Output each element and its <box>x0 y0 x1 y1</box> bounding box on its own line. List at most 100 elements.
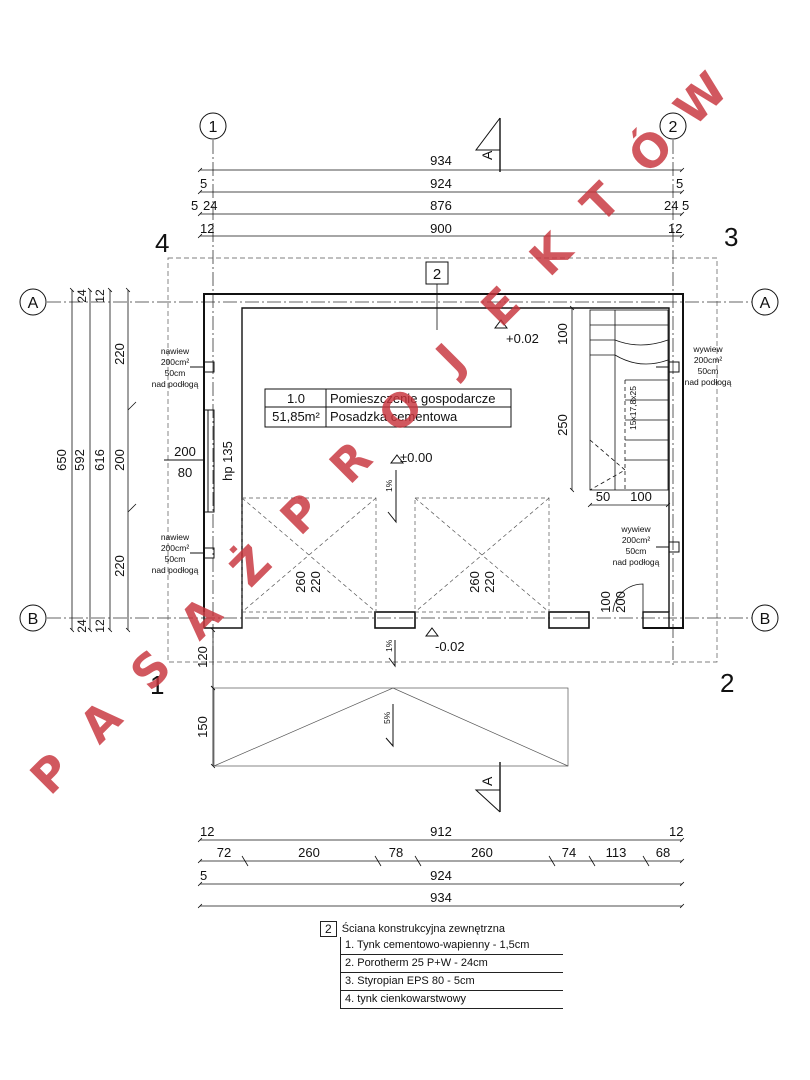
room-name: Pomieszczenie gospodarcze <box>330 391 495 406</box>
level-plus-002: +0.02 <box>506 331 539 346</box>
svg-text:200cm²: 200cm² <box>694 355 723 365</box>
dim-left-12-top: 12 <box>93 289 107 303</box>
svg-text:A: A <box>28 295 39 312</box>
corner-1-label: 1 <box>150 670 164 700</box>
svg-text:nawiew: nawiew <box>161 346 190 356</box>
dim-bot-72: 72 <box>217 845 231 860</box>
wall-type-tag-label: 2 <box>433 266 441 283</box>
dim-top-5b-right: 5 <box>682 198 689 213</box>
svg-text:nad podłogą: nad podłogą <box>152 565 199 575</box>
axis-b-right-marker: B <box>751 604 779 632</box>
svg-text:200cm²: 200cm² <box>161 357 190 367</box>
dim-top-900: 900 <box>430 221 452 236</box>
dim-bot-12-left: 12 <box>200 824 214 839</box>
svg-text:A: A <box>479 150 495 160</box>
dim-bot-912: 912 <box>430 824 452 839</box>
legend-item: 1. Tynk cementowo-wapienny - 1,5cm <box>341 937 563 955</box>
legend-title: Ściana konstrukcyjna zewnętrzna <box>341 923 505 935</box>
watermark-letter: O <box>368 377 434 443</box>
watermark-letter: R <box>319 431 382 494</box>
svg-text:A: A <box>479 776 495 786</box>
level-marker-minus <box>425 627 439 637</box>
axis-lines <box>47 140 752 665</box>
svg-text:wywiew: wywiew <box>620 524 651 534</box>
stairs-dimension-lines <box>569 305 671 508</box>
vent-right-top: wywiew 200cm² 50cm nad podłogą <box>656 344 732 387</box>
dim-bot-260b: 260 <box>471 845 493 860</box>
dim-front-150: 150 <box>195 716 210 738</box>
dim-left-24-top: 24 <box>75 289 89 303</box>
dim-top-924: 924 <box>430 176 452 191</box>
window-left <box>164 409 215 513</box>
level-zero: ±0.00 <box>400 450 432 465</box>
dim-left-24-bot: 24 <box>75 619 89 633</box>
door-width: 100 <box>598 591 613 613</box>
watermark-letter: A <box>69 690 133 754</box>
axis-a-right-marker: A <box>751 288 779 316</box>
top-dimension-lines <box>197 167 685 239</box>
dim-top-5-left: 5 <box>200 176 207 191</box>
dim-bot-68: 68 <box>656 845 670 860</box>
door-height: 200 <box>613 591 628 613</box>
legend-item: 4. tynk cienkowarstwowy <box>341 991 563 1009</box>
garage-door-2-height: 220 <box>482 571 497 593</box>
vent-left-bottom: nawiew 200cm² 50cm nad podłogą <box>152 532 215 575</box>
vent-right-bottom: wywiew 200cm² 50cm nad podłogą <box>613 524 680 567</box>
legend-number: 2 <box>320 921 337 937</box>
dim-bot-934: 934 <box>430 890 452 905</box>
svg-text:50cm: 50cm <box>165 554 186 564</box>
garage-door-overheads <box>241 497 550 613</box>
dim-left-616: 616 <box>92 449 107 471</box>
garage-door-1-height: 220 <box>308 571 323 593</box>
dim-left-220-top: 220 <box>112 343 127 365</box>
dim-left-200: 200 <box>112 449 127 471</box>
window-sill-height: hp 135 <box>220 441 235 481</box>
watermark-letter: K <box>519 221 584 286</box>
door-swing <box>612 583 644 613</box>
room-area: 51,85m² <box>272 409 320 424</box>
driveway-apron <box>213 687 569 767</box>
dim-left-12-bot: 12 <box>93 619 107 633</box>
dim-bot-260a: 260 <box>298 845 320 860</box>
dim-bot-924: 924 <box>430 868 452 883</box>
wall-legend: 2 Ściana konstrukcyjna zewnętrzna 1. Tyn… <box>320 921 570 1009</box>
dim-left-220-bot: 220 <box>112 555 127 577</box>
svg-text:wywiew: wywiew <box>692 344 723 354</box>
level-marker-plus <box>494 319 508 329</box>
stairs-dim-250: 250 <box>555 414 570 436</box>
level-minus-002: -0.02 <box>435 639 465 654</box>
axis-1-marker: 1 <box>199 112 227 140</box>
dim-top-5b-left: 5 <box>191 198 198 213</box>
garage-door-2-width: 260 <box>467 571 482 593</box>
watermark-letter: S <box>120 639 182 701</box>
stairs-dim-100: 100 <box>555 323 570 345</box>
dim-top-12-left: 12 <box>200 221 214 236</box>
corner-2-label: 2 <box>720 668 734 698</box>
section-mark-bottom: A <box>474 762 501 813</box>
slope-5-driveway: 5% <box>382 711 392 724</box>
axis-b-left-marker: B <box>19 604 47 632</box>
slope-arrows <box>385 470 397 748</box>
svg-text:1: 1 <box>209 119 218 136</box>
watermark-letter: E <box>470 276 530 336</box>
dim-bot-113: 113 <box>606 845 627 860</box>
svg-text:nawiew: nawiew <box>161 532 190 542</box>
dim-left-650: 650 <box>54 449 69 471</box>
corner-3-label: 3 <box>724 222 738 252</box>
corner-4-label: 4 <box>155 228 169 258</box>
slope-1-inside: 1% <box>384 479 394 492</box>
bottom-dimension-lines <box>197 837 685 909</box>
dim-bot-78: 78 <box>389 845 403 860</box>
dim-top-876: 876 <box>430 198 452 213</box>
dim-left-592: 592 <box>72 449 87 471</box>
legend-item: 3. Styropian EPS 80 - 5cm <box>341 973 563 991</box>
svg-text:nad podłogą: nad podłogą <box>152 379 199 389</box>
watermark-letter: Ż <box>220 535 282 597</box>
svg-text:B: B <box>28 611 39 628</box>
dim-top-24-right: 24 <box>664 198 678 213</box>
axis-2-marker: 2 <box>659 112 687 140</box>
dim-top-12-right: 12 <box>668 221 682 236</box>
svg-text:50cm: 50cm <box>165 368 186 378</box>
